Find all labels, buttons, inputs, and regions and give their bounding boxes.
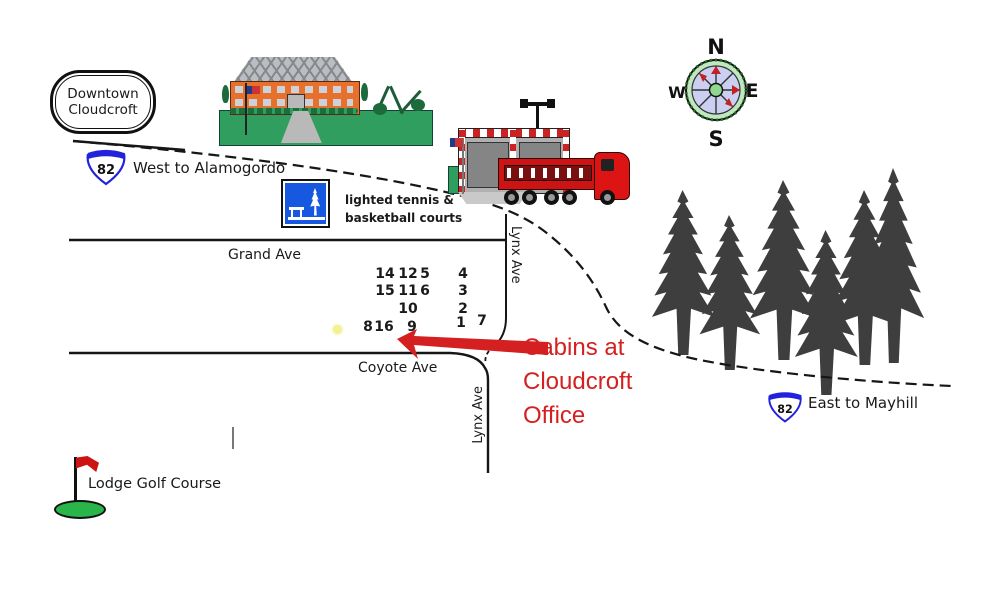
wheel-icon (522, 190, 537, 205)
svg-text:82: 82 (97, 163, 115, 178)
tennis-caption: lighted tennis & basketball courts (345, 191, 462, 227)
us-flag-icon (450, 138, 463, 147)
coyote-ave-label: Coyote Ave (358, 360, 438, 376)
lynx-ave-upper-label: Lynx Ave (508, 226, 523, 284)
golf-course-marker: Lodge Golf Course (52, 452, 222, 519)
svg-text:E: E (746, 80, 759, 102)
park-sign-face (283, 181, 328, 226)
cabin-number-5: 5 (420, 266, 430, 282)
west-to-alamogordo-label: West to Alamogordo (133, 159, 286, 177)
cabin-number-15: 15 (375, 283, 395, 299)
cabin-number-3: 3 (458, 283, 468, 299)
highway-82-road-dashed (72, 139, 953, 388)
cabin-number-16: 16 (374, 319, 394, 335)
school-flagpole (245, 83, 247, 135)
cursor-mark (232, 427, 234, 449)
cabin-number-6: 6 (420, 283, 430, 299)
cypress-tree-icon (222, 85, 229, 103)
downtown-cloudcroft-bubble: Downtown Cloudcroft (50, 70, 156, 134)
cypress-tree-icon (361, 83, 368, 101)
cabin-number-14: 14 (375, 266, 395, 282)
fire-station-flagpole (462, 138, 464, 194)
office-callout-line3: Office (523, 402, 586, 429)
cabin-number-2: 2 (458, 301, 468, 317)
highway-82-east-shield-icon: 82 (768, 392, 802, 423)
cabin-number-9: 9 (407, 319, 417, 335)
svg-text:82: 82 (777, 403, 792, 416)
cabin-number-4: 4 (458, 266, 468, 282)
lynx-junction-curve (484, 345, 495, 365)
golf-flagpole (74, 457, 77, 505)
us-flag-icon (247, 86, 260, 94)
antenna-icon (536, 106, 539, 132)
playground-shrub (411, 99, 425, 111)
tennis-caption-line1: lighted tennis & (345, 193, 454, 207)
svg-text:W: W (668, 83, 686, 102)
school-lawn (219, 110, 433, 146)
tennis-caption-line2: basketball courts (345, 211, 463, 225)
svg-text:S: S (708, 127, 723, 151)
yellow-dot (333, 325, 342, 334)
wheel-icon (562, 190, 577, 205)
playground-shrub (373, 103, 387, 115)
park-sign-groundline (288, 217, 325, 220)
cabin-number-8: 8 (363, 319, 373, 335)
golf-flag-icon (76, 456, 99, 472)
cabin-number-1: 1 (456, 315, 466, 331)
compass-rose-icon: N S E W (655, 28, 777, 153)
wheel-icon (504, 190, 519, 205)
svg-text:N: N (707, 35, 725, 59)
wheel-icon (600, 190, 615, 205)
fire-truck-trailer (498, 158, 598, 190)
fire-truck-illustration (498, 150, 632, 210)
golf-green-icon (54, 500, 106, 519)
school-illustration (213, 55, 435, 147)
grand-ave-label: Grand Ave (228, 247, 302, 263)
lynx-ave-lower-label: Lynx Ave (471, 386, 486, 444)
fire-truck-windshield (601, 159, 614, 171)
cabin-number-11: 11 (398, 283, 418, 299)
downtown-line1: Downtown (67, 86, 139, 102)
office-callout: Cabins at Cloudcroft Office (523, 331, 632, 433)
downtown-line2: Cloudcroft (68, 102, 138, 118)
school-windows-row (235, 86, 353, 93)
pine-pictogram-icon (310, 188, 321, 216)
fire-truck-windows (504, 165, 592, 181)
weather-vane-icon (520, 99, 555, 108)
east-to-mayhill-label: East to Mayhill (808, 394, 918, 412)
park-sign-icon (281, 179, 330, 228)
golf-course-label: Lodge Golf Course (88, 476, 222, 492)
wheel-icon (544, 190, 559, 205)
highway-82-west-shield-icon: 82 (86, 149, 126, 186)
picnic-table-pictogram-icon (289, 207, 304, 217)
office-callout-line1: Cabins at (523, 334, 625, 361)
school-roof (233, 57, 353, 83)
lynx-ave-road-upper (493, 214, 507, 347)
cabin-number-10: 10 (398, 301, 418, 317)
office-callout-line2: Cloudcroft (523, 368, 633, 395)
cabin-number-7: 7 (477, 313, 487, 329)
cabin-number-12: 12 (398, 266, 418, 282)
